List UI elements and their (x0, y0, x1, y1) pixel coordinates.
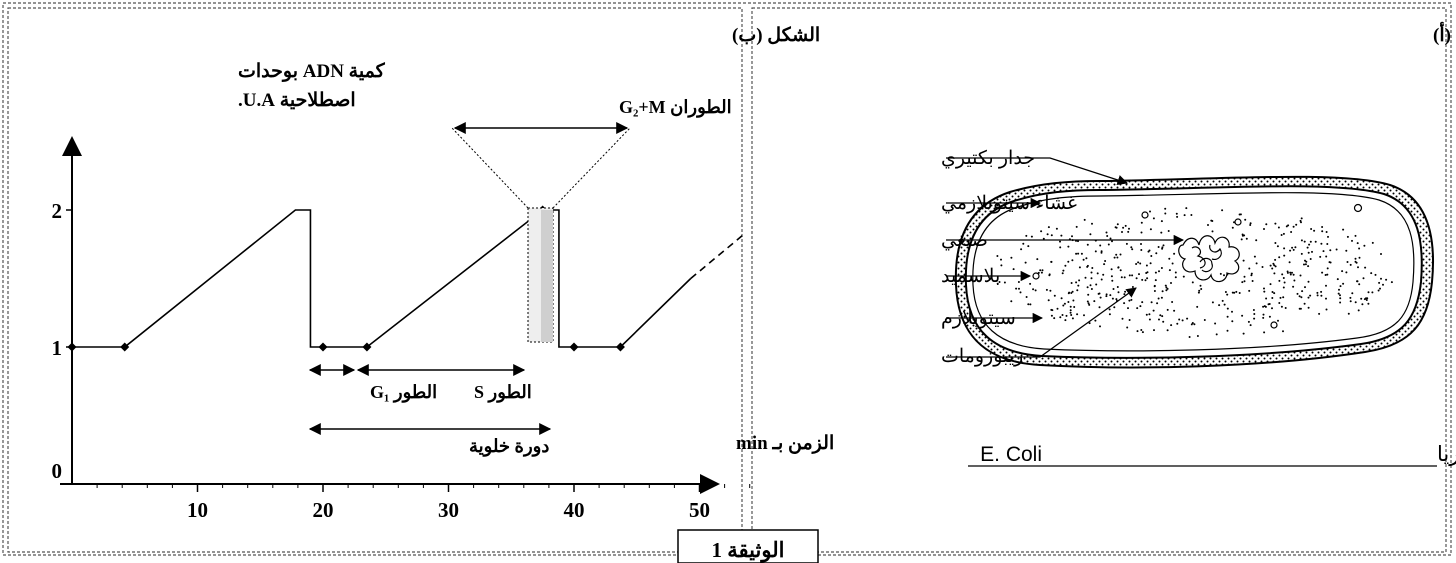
panel-b-frame (7, 7, 743, 553)
data-point-marker (318, 342, 328, 352)
leader-cell-wall (946, 157, 1128, 186)
plasmid-circle (1032, 272, 1040, 280)
annotation-cycle: دورة خلوية (469, 436, 549, 457)
g2m-zoom-guides (451, 127, 631, 343)
plasmid-circle (1141, 211, 1149, 219)
plot-area (67, 205, 744, 352)
document-label: الوثيقة 1 (712, 538, 785, 563)
g2m-inner-bar (541, 210, 553, 342)
caption-text: رسم تخطيطي لخلية البكتيريا (1437, 443, 1456, 467)
annotation-s: الطور S (474, 382, 532, 403)
document-label-box (677, 529, 819, 563)
y-axis-label-line1: كمية ADN بوحدات (238, 61, 386, 82)
y-axis-label-line2: اصطلاحية U.A. (238, 90, 356, 111)
dna-quantity-line (72, 209, 692, 348)
y-tick-label: 1 (52, 336, 63, 360)
plasmid-circle (1234, 218, 1242, 226)
y-tick-label: 2 (52, 199, 63, 223)
data-point-marker (120, 342, 130, 352)
x-tick-label: 50 (689, 498, 710, 522)
panel-a-frame (751, 7, 1447, 553)
annotation-g2m: الطوران G₂+M (619, 97, 732, 118)
plasmid-circle (1270, 321, 1278, 329)
caption-species: E. Coli (980, 443, 1042, 466)
ribosome-dots (996, 207, 1393, 338)
data-point-marker (67, 342, 77, 352)
panel-a-title: الشكل (أ) (1433, 21, 1456, 46)
dna-line-continuation (690, 234, 744, 280)
x-axis-label: الزمن بـ min (736, 433, 834, 454)
leader-ribosomes (946, 287, 1137, 358)
x-tick-label: 10 (187, 498, 208, 522)
data-point-marker (362, 342, 372, 352)
panel-b-title: الشكل (ب) (732, 25, 820, 46)
bacterium-cell (954, 175, 1435, 369)
y-tick-label: 0 (52, 459, 63, 483)
annotation-g1: الطور G₁ (370, 382, 437, 403)
x-tick-label: 40 (564, 498, 585, 522)
plasmid-circle (1353, 203, 1363, 213)
x-tick-label: 20 (313, 498, 334, 522)
data-point-marker (569, 342, 579, 352)
panel-a-labels: جدار بكتيري غشاء سيتوبلازمي صبغي بلاسميد… (941, 148, 1185, 367)
data-point-marker (615, 342, 625, 352)
axis-ticks: 10 20 30 40 50 0 1 2 (52, 199, 751, 522)
x-tick-label: 30 (438, 498, 459, 522)
chromosome (1178, 235, 1240, 283)
